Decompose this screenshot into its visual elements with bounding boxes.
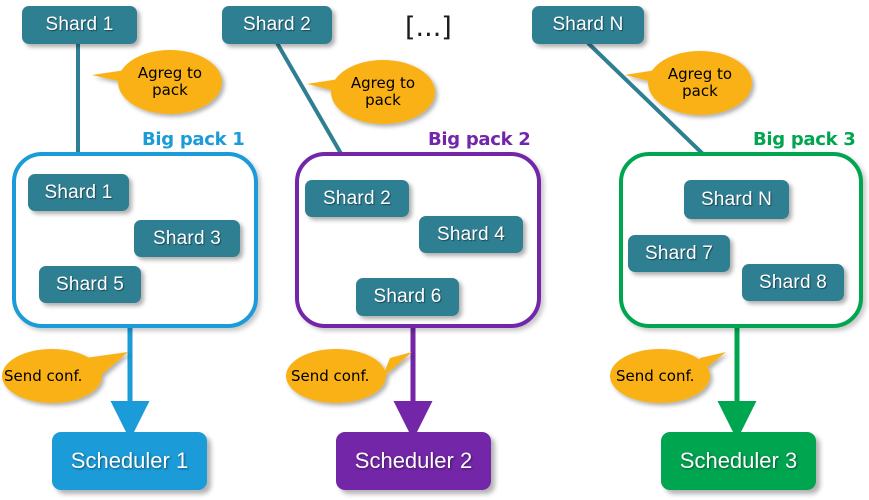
ellipsis-label: [...] <box>405 12 452 43</box>
callout-agreg-2-label: Agreg to pack <box>350 74 416 109</box>
callout-send-2: Send conf. <box>291 364 387 388</box>
pack-2-shard-4[interactable]: Shard 4 <box>419 216 523 253</box>
scheduler-2-label: Scheduler 2 <box>354 448 473 473</box>
pack-1-title-label: Big pack 1 <box>142 129 245 150</box>
pack-3-shard-n-label: Shard N <box>700 188 773 210</box>
callout-bubble-send-3 <box>610 349 726 403</box>
scheduler-1-label: Scheduler 1 <box>70 448 189 473</box>
pack-1-shard-1[interactable]: Shard 1 <box>28 174 129 211</box>
pack-3-shard-7-label: Shard 7 <box>645 242 713 264</box>
callout-agreg-3: Agreg to pack <box>650 59 750 107</box>
callout-agreg-1-label: Agreg to pack <box>137 64 203 99</box>
top-shard-2-label: Shard 2 <box>243 14 311 35</box>
pack-3-title-label: Big pack 3 <box>753 129 856 150</box>
top-shard-1[interactable]: Shard 1 <box>22 6 137 44</box>
top-shard-1-label: Shard 1 <box>45 14 114 35</box>
top-shard-n-label: Shard N <box>552 14 624 35</box>
callout-send-1-label: Send conf. <box>4 366 83 385</box>
callout-agreg-2: Agreg to pack <box>333 68 433 116</box>
callout-send-2-label: Send conf. <box>291 366 370 385</box>
scheduler-3[interactable]: Scheduler 3 <box>661 432 816 490</box>
pack-3-shard-7[interactable]: Shard 7 <box>628 235 730 272</box>
pack-2-shard-2-label: Shard 2 <box>323 187 391 209</box>
pack-1-shard-5[interactable]: Shard 5 <box>39 266 141 303</box>
pack-1-shard-3-label: Shard 3 <box>153 227 221 249</box>
callout-bubble-send-2 <box>286 349 412 403</box>
callout-send-3-label: Send conf. <box>616 366 695 385</box>
callout-bubble-agreg-3 <box>625 51 752 115</box>
callout-bubble-agreg-1 <box>92 50 222 114</box>
scheduler-2[interactable]: Scheduler 2 <box>336 432 491 490</box>
pack-2-shard-6-label: Shard 6 <box>373 286 442 307</box>
scheduler-1[interactable]: Scheduler 1 <box>52 432 207 490</box>
top-shard-n[interactable]: Shard N <box>532 6 644 44</box>
pack-1-shard-5-label: Shard 5 <box>56 273 124 295</box>
callout-bubble-agreg-2 <box>307 60 435 124</box>
pack-3-shard-8-label: Shard 8 <box>759 271 827 293</box>
ellipsis-marker: [...] <box>405 12 452 43</box>
pack-3-shard-8[interactable]: Shard 8 <box>742 264 844 301</box>
scheduler-3-label: Scheduler 3 <box>679 448 798 473</box>
pack-1-shard-3[interactable]: Shard 3 <box>134 220 240 257</box>
pack-2-shard-6[interactable]: Shard 6 <box>356 278 459 316</box>
pack-2-title: Big pack 2 <box>428 129 531 150</box>
callout-send-3: Send conf. <box>616 364 712 388</box>
pack-1-shard-1-label: Shard 1 <box>44 181 113 203</box>
pack-3-shard-n[interactable]: Shard N <box>684 180 789 219</box>
pack-2-shard-2[interactable]: Shard 2 <box>305 180 409 217</box>
pack-3-title: Big pack 3 <box>753 129 856 150</box>
callout-agreg-3-label: Agreg to pack <box>667 65 733 100</box>
pack-1-title: Big pack 1 <box>142 129 245 150</box>
callout-send-1: Send conf. <box>4 364 100 388</box>
top-shard-2[interactable]: Shard 2 <box>222 6 332 44</box>
pack-2-title-label: Big pack 2 <box>428 129 531 150</box>
callout-agreg-1: Agreg to pack <box>120 58 220 106</box>
pack-2-shard-4-label: Shard 4 <box>437 223 505 245</box>
callout-bubble-send-1 <box>2 349 128 403</box>
